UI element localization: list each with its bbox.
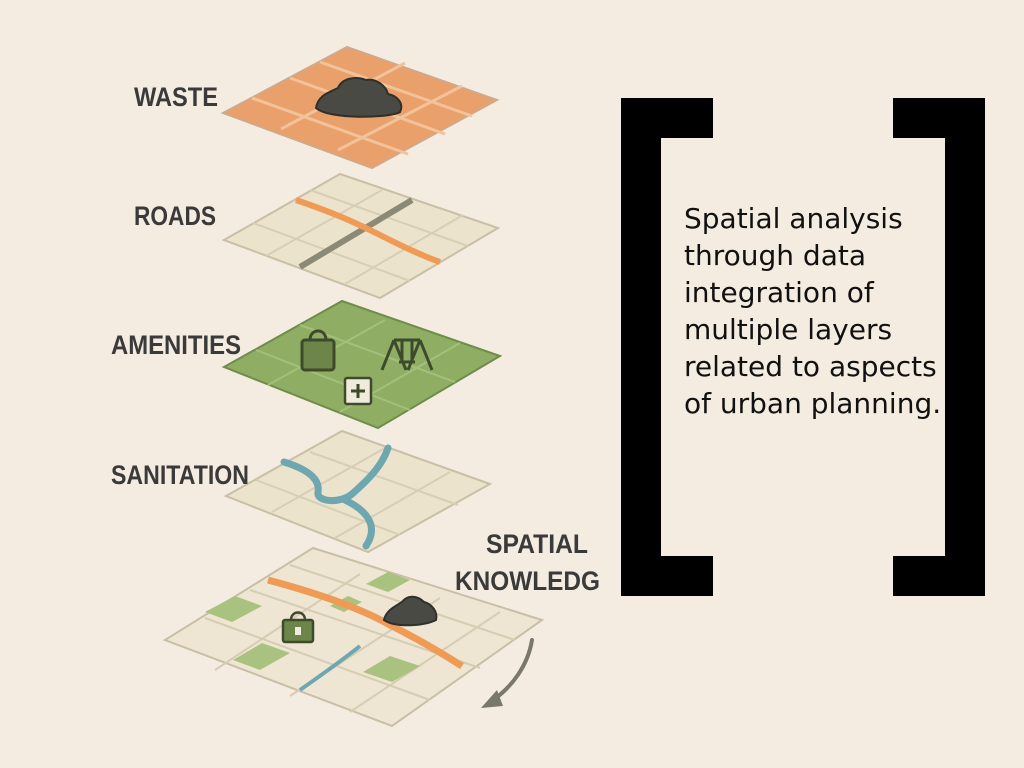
sanitation-layer: [223, 429, 493, 554]
first-aid-icon: [343, 376, 373, 406]
shopping-bag-icon: [300, 329, 336, 372]
waste-layer: [220, 45, 500, 170]
description-text: Spatial analysis through data integratio…: [684, 202, 942, 420]
shopping-bag-icon: [281, 611, 315, 644]
waste-label: WASTE: [134, 82, 218, 112]
sanitation-label: SANITATION: [111, 460, 249, 490]
swing-set-icon: [380, 338, 434, 371]
spatial-knowledge-layer: [162, 546, 545, 728]
waste-pile-icon: [382, 595, 438, 627]
roads-label: ROADS: [134, 201, 216, 231]
spatial-label-line2: KNOWLEDG: [455, 566, 600, 596]
roads-layer: [221, 172, 501, 300]
amenities-label: AMENITIES: [111, 330, 241, 360]
spatial-label-line1: SPATIAL: [486, 529, 588, 559]
curved-arrow-icon: [481, 638, 534, 708]
waste-pile-icon: [314, 77, 403, 118]
amenities-layer: [221, 299, 503, 430]
